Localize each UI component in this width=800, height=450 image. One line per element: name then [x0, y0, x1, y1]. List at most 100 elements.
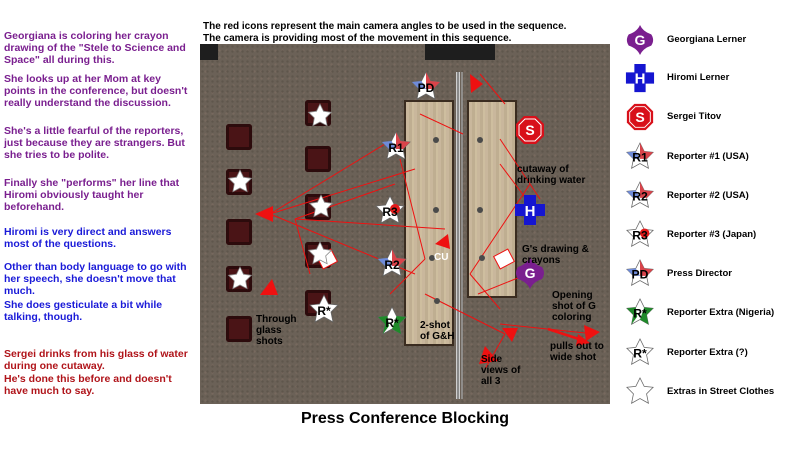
legend-label: Georgiana Lerner — [667, 34, 747, 45]
reporter-usa-flag-icon: R1 — [626, 142, 654, 169]
legend-label: Reporter #3 (Japan) — [667, 229, 757, 240]
label-cu: CU — [434, 252, 449, 263]
stage-icon-georgiana-mark: G — [525, 265, 536, 281]
reporter-nigeria-flag-icon: R* — [626, 298, 654, 325]
camera-triangle-center — [435, 234, 450, 249]
legend-mark: R* — [633, 347, 647, 361]
header-line-1: The red icons represent the main camera … — [203, 21, 567, 32]
chair — [226, 316, 252, 342]
reporter-usa-flag-icon: R2 — [626, 181, 654, 208]
camera-triangle-lower-left — [260, 279, 278, 295]
camera-angles — [255, 74, 600, 364]
legend-item-georgiana: G Georgiana Lerner — [625, 25, 800, 55]
microphones — [429, 137, 485, 304]
camera-triangle-left — [255, 206, 273, 222]
stage-icon-reporter-2-mark: R2 — [384, 258, 400, 272]
note-hiromi-direct: Hiromi is very direct and answers most o… — [4, 226, 172, 250]
note-georgiana-performs: Finally she "performs" her line that Hir… — [4, 177, 180, 213]
legend-label: Reporter Extra (?) — [667, 347, 748, 358]
legend-item-reporter-1: R1 Reporter #1 (USA) — [625, 142, 800, 172]
extra-star — [227, 266, 253, 290]
legend-mark: R1 — [632, 151, 648, 165]
hiromi-cross-icon: H — [625, 63, 655, 93]
note-georgiana-coloring: Georgiana is coloring her crayon drawing… — [4, 30, 186, 66]
camera-triangle-side — [502, 328, 518, 342]
legend-label: Hiromi Lerner — [667, 72, 730, 83]
stage-icon-press-director: PD — [411, 71, 441, 100]
label-opening-shot: Opening shot of G coloring — [552, 290, 596, 323]
legend-mark: PD — [632, 268, 649, 282]
chair — [305, 146, 331, 172]
reporter-plain-star-icon: R* — [626, 338, 654, 365]
stage-overlay: PD R1 R3 R2 R* R* — [227, 71, 600, 399]
stage-icon-reporter-1: R1 — [381, 131, 411, 160]
extras-star-icon — [626, 377, 654, 404]
stage-icon-hiromi-mark: H — [525, 203, 536, 220]
stage-icon-reporter-3: R3 — [375, 195, 405, 224]
stage-icon-reporter-extra-mark: R* — [317, 304, 331, 318]
legend-mark: R* — [633, 307, 647, 321]
stage-icon-georgiana: G — [516, 257, 544, 289]
legend-label: Extras in Street Clothes — [667, 386, 775, 397]
stage-icon-reporter-2: R2 — [377, 248, 407, 277]
label-gs-drawing-crayons: G's drawing & crayons — [522, 244, 589, 266]
stage-icon-press-director-mark: PD — [418, 81, 435, 95]
chair — [226, 124, 252, 150]
legend-label: Reporter Extra (Nigeria) — [667, 307, 775, 318]
extra-star — [308, 194, 334, 218]
wall-block-left — [200, 44, 218, 60]
legend-item-reporter-2: R2 Reporter #2 (USA) — [625, 181, 800, 211]
stage-icon-sergei: S — [516, 116, 544, 144]
extra-star — [307, 103, 333, 127]
legend-label: Press Director — [667, 268, 732, 279]
note-hiromi-gesticulates: She does gesticulate a bit while talking… — [4, 299, 163, 323]
header-line-2: The camera is providing most of the move… — [203, 33, 512, 44]
crayon-drawing-paper — [492, 248, 516, 270]
camera-triangle-wide — [584, 325, 600, 341]
label-pulls-out-wide-shot: pulls out to wide shot — [550, 341, 604, 363]
table-left — [404, 100, 454, 346]
label-side-views: Side views of all 3 — [481, 354, 521, 387]
camera-triangle-top — [470, 74, 483, 93]
label-cutaway-drinking-water: cutaway of drinking water — [517, 164, 586, 186]
reporter-japan-flag-icon: R3 — [626, 220, 654, 247]
note-sergei-done-before: He's done this before and doesn't have m… — [4, 373, 172, 397]
legend-item-reporter-extra-unknown: R* Reporter Extra (?) — [625, 338, 800, 368]
legend-label: Sergei Titov — [667, 111, 722, 122]
stage-icon-sergei-mark: S — [525, 122, 534, 138]
stage-icon-hiromi: H — [515, 195, 545, 225]
note-sergei-drinks: Sergei drinks from his glass of water du… — [4, 348, 188, 372]
legend-mark: G — [635, 32, 646, 48]
legend-mark: R2 — [632, 190, 648, 204]
stage-icon-reporter-extra: R* — [309, 294, 339, 323]
extra-star — [307, 241, 333, 265]
stage-icon-reporter-extra-nigeria: R* — [377, 306, 407, 335]
legend-item-extras: Extras in Street Clothes — [625, 377, 800, 407]
note-georgiana-looks-up: She looks up at her Mom at key points in… — [4, 73, 188, 109]
label-through-glass: Through glass shots — [256, 314, 297, 347]
sergei-octagon-icon: S — [626, 103, 654, 131]
stage-floor-plan: PD R1 R3 R2 R* R* — [200, 44, 610, 404]
camera-rail — [456, 72, 463, 399]
stage-icon-reporter-3-mark: R3 — [382, 205, 398, 219]
note-georgiana-fearful: She's a little fearful of the reporters,… — [4, 125, 185, 161]
extras-in-street-clothes — [227, 103, 334, 290]
diagram-header: The red icons represent the main camera … — [203, 21, 566, 45]
legend-mark: R3 — [632, 229, 648, 243]
note-hiromi-body-language: Other than body language to go with her … — [4, 261, 187, 297]
extra-star — [227, 169, 253, 193]
label-two-shot: 2-shot of G&H — [420, 320, 455, 342]
stage-icon-reporter-1-mark: R1 — [388, 141, 404, 155]
legend-mark: H — [635, 71, 646, 88]
camera-triangle-two-shot — [479, 346, 498, 364]
stage-icon-reporter-extra-nigeria-mark: R* — [385, 316, 399, 330]
page-title: Press Conference Blocking — [300, 410, 510, 427]
chair — [226, 219, 252, 245]
legend-label: Reporter #2 (USA) — [667, 190, 749, 201]
wall-block-center — [425, 44, 495, 60]
legend-label: Reporter #1 (USA) — [667, 151, 749, 162]
legend-item-hiromi: H Hiromi Lerner — [625, 63, 800, 93]
press-director-flag-icon: PD — [626, 259, 654, 286]
legend-item-sergei: S Sergei Titov — [625, 102, 800, 132]
georgiana-diamond-icon: G — [626, 25, 654, 55]
